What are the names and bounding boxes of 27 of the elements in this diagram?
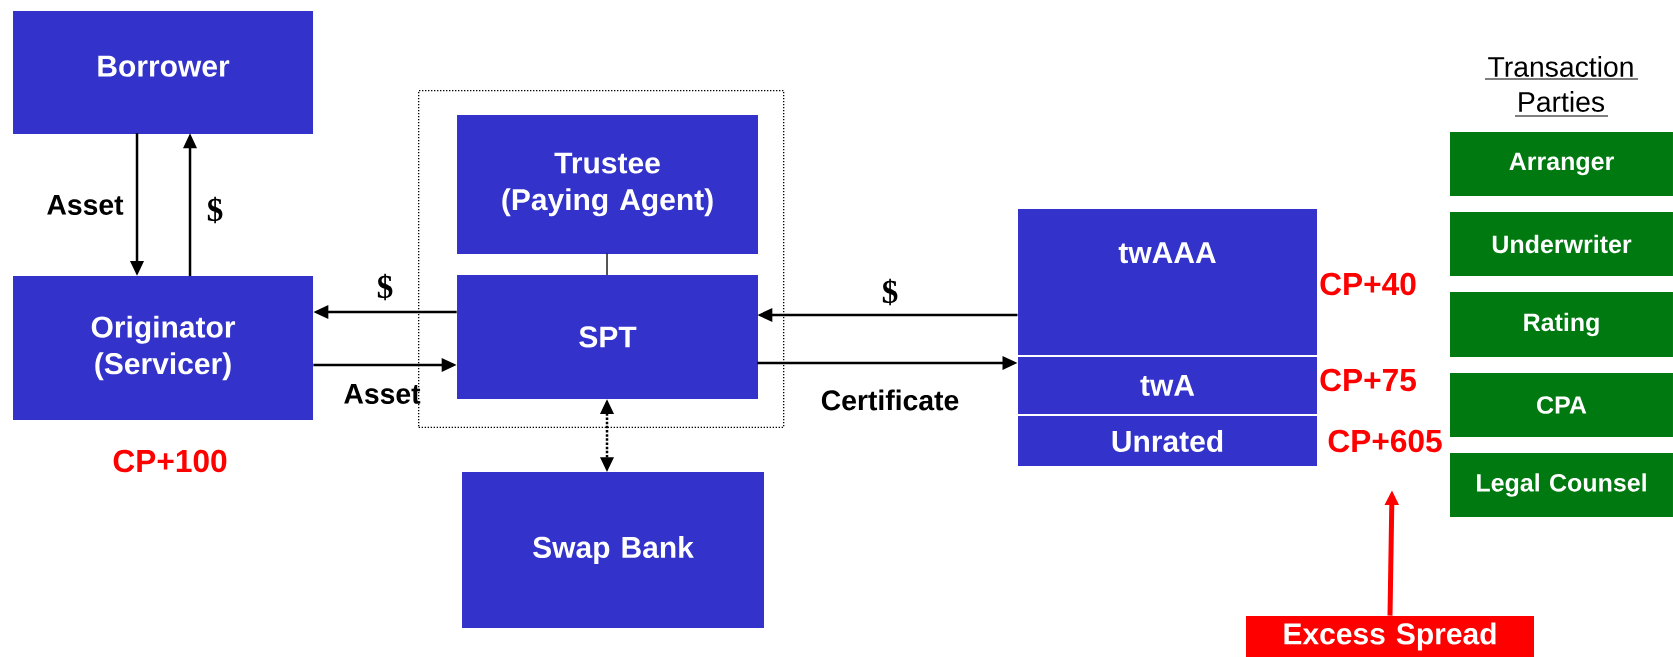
callout-box: Excess Spread — [1246, 616, 1534, 657]
spread-label: CP+40 — [1320, 272, 1416, 296]
spread-label: CP+605 — [1328, 429, 1442, 453]
party-box: Underwriter — [1450, 212, 1673, 276]
node-label: twAAA — [1118, 242, 1216, 264]
edge-label: Asset — [47, 195, 124, 215]
tranche-box: Unrated — [1018, 416, 1317, 466]
party-box: Trustee (Paying Agent) — [457, 115, 758, 254]
edge-label: $ — [207, 196, 223, 224]
party-box: Originator (Servicer) — [13, 276, 313, 420]
edge-label: Certificate — [821, 389, 959, 411]
party-box: Borrower — [13, 11, 313, 134]
spread-label: CP+75 — [1320, 368, 1416, 392]
tranche-box: twA — [1018, 357, 1317, 414]
edge-label: $ — [882, 278, 898, 306]
tranche-box: twAAA — [1018, 209, 1317, 355]
party-box: Arranger — [1450, 132, 1673, 196]
party-box: CPA — [1450, 373, 1673, 437]
party-box: Swap Bank — [462, 472, 764, 628]
node-label: Unrated — [1112, 429, 1223, 452]
party-box: SPT — [457, 275, 758, 399]
node-label: twA — [1140, 375, 1195, 396]
party-box: Rating — [1450, 292, 1673, 357]
edge-label: $ — [377, 273, 393, 301]
edge-label: Asset — [344, 384, 421, 404]
spread-label: CP+100 — [113, 449, 227, 473]
party-box: Legal Counsel — [1450, 453, 1673, 517]
